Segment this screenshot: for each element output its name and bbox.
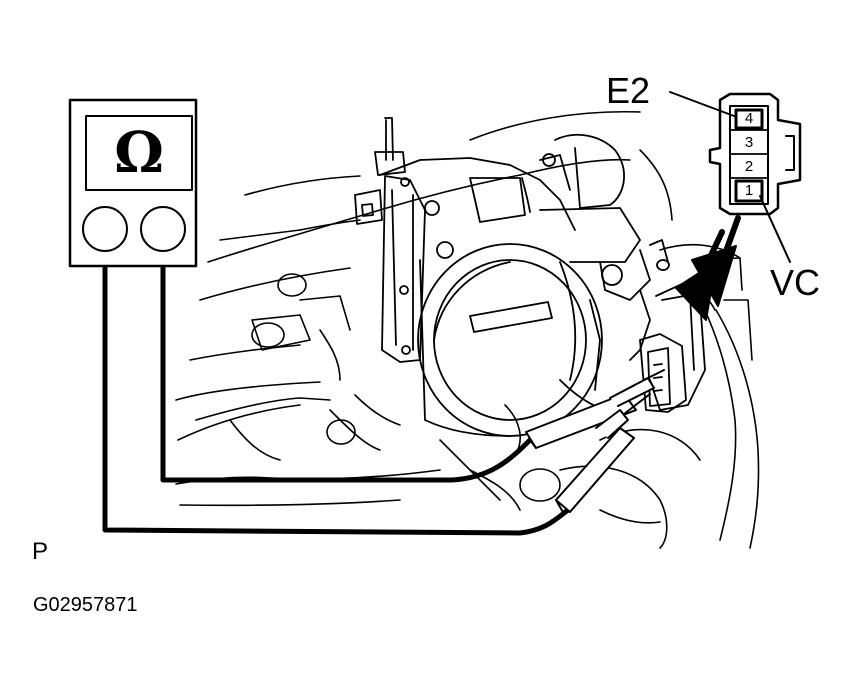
pin-label-4: 4 bbox=[744, 110, 754, 127]
ohmmeter bbox=[68, 98, 198, 268]
terminal-label-e2: E2 bbox=[606, 70, 651, 111]
view-letter: P bbox=[32, 538, 49, 565]
figure-code: G02957871 bbox=[33, 594, 138, 616]
test-leads bbox=[102, 265, 665, 536]
ohm-symbol: Ω bbox=[114, 120, 164, 186]
pin-label-2: 2 bbox=[744, 158, 754, 175]
pin-label-3: 3 bbox=[744, 134, 754, 151]
connector-face bbox=[669, 91, 802, 263]
pointer-arrow bbox=[675, 215, 741, 321]
throttle-body bbox=[354, 117, 670, 437]
pin-label-1: 1 bbox=[744, 182, 754, 199]
engine-background bbox=[175, 110, 760, 549]
terminal-label-vc: VC bbox=[770, 262, 821, 303]
